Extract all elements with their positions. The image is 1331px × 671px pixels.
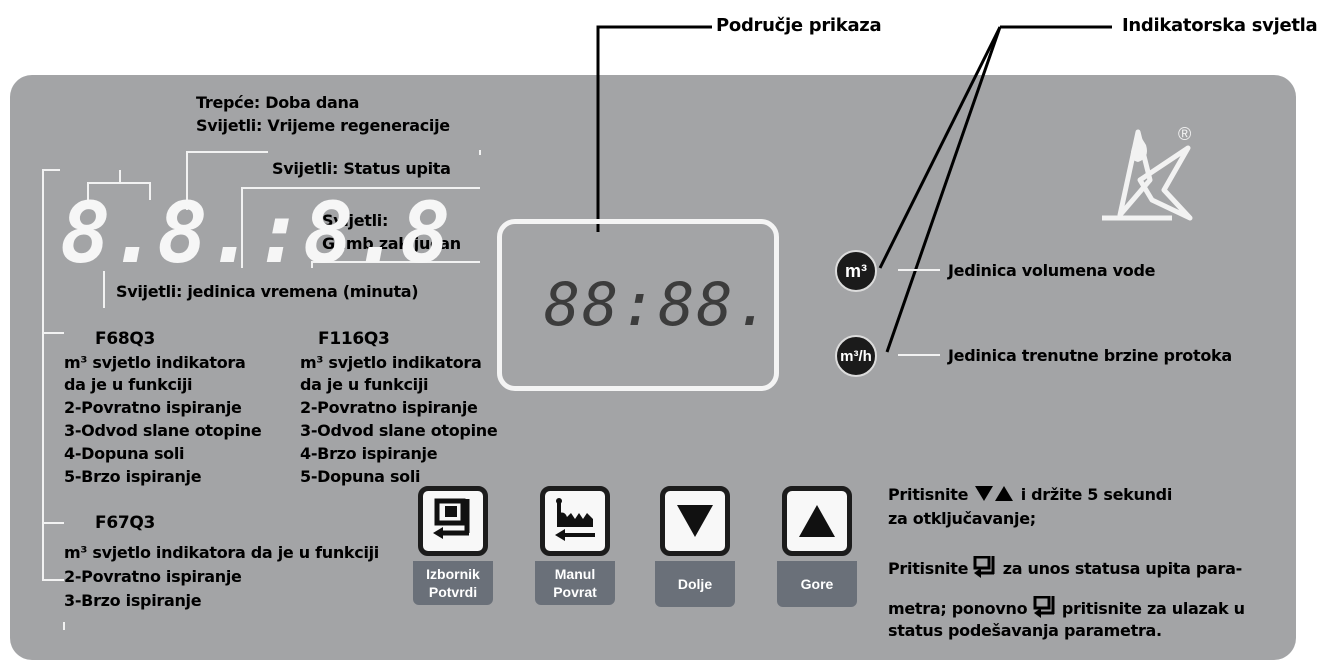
lit-locked-label-2: Gumb zaključan — [322, 234, 461, 253]
instruction-text: Pritisnite — [888, 485, 969, 504]
model-f116q3-line: 3-Odvod slane otopine — [300, 421, 498, 440]
model-f68q3-line: 3-Odvod slane otopine — [64, 421, 262, 440]
lit-regen-label: Svijetli: Vrijeme regeneracije — [196, 116, 450, 135]
down-tag: Dolje — [655, 561, 735, 607]
model-f116q3-title: F116Q3 — [318, 329, 390, 349]
m3h-indicator-icon: m³/h — [835, 335, 877, 377]
manual-regen-label-1: Manul — [554, 566, 596, 582]
model-f68q3-line: m³ svjetlo indikatora — [64, 353, 246, 372]
brand-logo-icon: ® — [1102, 124, 1193, 221]
model-f116q3-line: m³ svjetlo indikatora — [300, 353, 482, 372]
instruction-text: pritisnite za ulazak u — [1061, 599, 1245, 618]
instruction-line-3: Pritisnite za unos statusa upita para- — [888, 555, 1243, 580]
instruction-line-5: status podešavanja parametra. — [888, 621, 1162, 640]
down-button[interactable] — [660, 486, 730, 556]
instruction-line-4: metra; ponovno pritisnite za ulazak u — [888, 595, 1245, 620]
manual-regen-label-2: Povrat — [553, 584, 597, 600]
model-f68q3-line: 2-Povratno ispiranje — [64, 398, 242, 417]
model-f68q3-line: 4-Dopuna soli — [64, 444, 185, 463]
down-triangle-icon — [677, 505, 713, 537]
menu-enter-icon — [433, 498, 470, 539]
blink-time-label: Trepće: Doba dana — [196, 93, 360, 112]
menu-confirm-label-1: Izbornik — [426, 566, 480, 582]
down-up-icon — [975, 486, 1014, 501]
model-f67q3-title: F67Q3 — [95, 513, 156, 533]
m3-indicator-icon: m³ — [835, 250, 877, 292]
up-label: Gore — [800, 576, 834, 592]
enter-key-icon — [973, 555, 995, 578]
instruction-text: za unos statusa upita para- — [1002, 559, 1243, 578]
up-tag: Gore — [777, 561, 857, 607]
display-area-heading: Područje prikaza — [716, 15, 882, 36]
m3h-label: Jedinica trenutne brzine protoka — [948, 346, 1232, 365]
lit-query-label: Svijetli: Status upita — [272, 159, 451, 178]
controller-panel — [10, 75, 1296, 660]
up-triangle-icon — [799, 505, 835, 537]
model-f68q3-line: da je u funkciji — [64, 375, 193, 394]
instruction-line-2: za otključavanje; — [888, 509, 1036, 528]
lit-locked-label-1: Svijetli: — [322, 211, 389, 230]
model-f67q3-line: m³ svjetlo indikatora da je u funkciji — [64, 543, 379, 562]
registered-mark: ® — [1178, 124, 1191, 144]
up-button[interactable] — [782, 486, 852, 556]
down-label: Dolje — [677, 576, 713, 592]
menu-confirm-tag: Izbornik Potvrdi — [413, 561, 493, 605]
model-f68q3-title: F68Q3 — [95, 329, 156, 349]
model-f116q3-line: da je u funkciji — [300, 375, 429, 394]
instruction-text: i držite 5 sekundi — [1020, 485, 1173, 504]
instruction-text: metra; ponovno — [888, 599, 1028, 618]
model-f116q3-line: 2-Povratno ispiranje — [300, 398, 478, 417]
menu-confirm-label-2: Potvrdi — [428, 584, 478, 600]
model-f116q3-line: 5-Dopuna soli — [300, 467, 421, 486]
enter-key-icon — [1033, 595, 1055, 618]
lcd-display: 88:88. — [544, 270, 773, 340]
lit-time-unit-label: Svijetli: jedinica vremena (minuta) — [116, 282, 419, 301]
segment-display: 8.8.:8.8 — [60, 184, 451, 282]
manual-regen-icon — [555, 498, 595, 541]
manual-regen-tag: Manul Povrat — [535, 561, 615, 605]
model-f68q3-line: 5-Brzo ispiranje — [64, 467, 202, 486]
model-f67q3-line: 2-Povratno ispiranje — [64, 567, 242, 586]
instruction-line-1: Pritisnite i držite 5 sekundi — [888, 484, 1172, 506]
model-f67q3-line: 3-Brzo ispiranje — [64, 591, 202, 610]
manual-regen-button[interactable] — [540, 486, 610, 556]
m3-label: Jedinica volumena vode — [948, 261, 1156, 280]
menu-confirm-button[interactable] — [418, 486, 488, 556]
instruction-text: Pritisnite — [888, 559, 969, 578]
indicator-lights-heading: Indikatorska svjetla — [1122, 15, 1318, 36]
model-f116q3-line: 4-Brzo ispiranje — [300, 444, 438, 463]
lcd-display-frame — [497, 219, 779, 391]
